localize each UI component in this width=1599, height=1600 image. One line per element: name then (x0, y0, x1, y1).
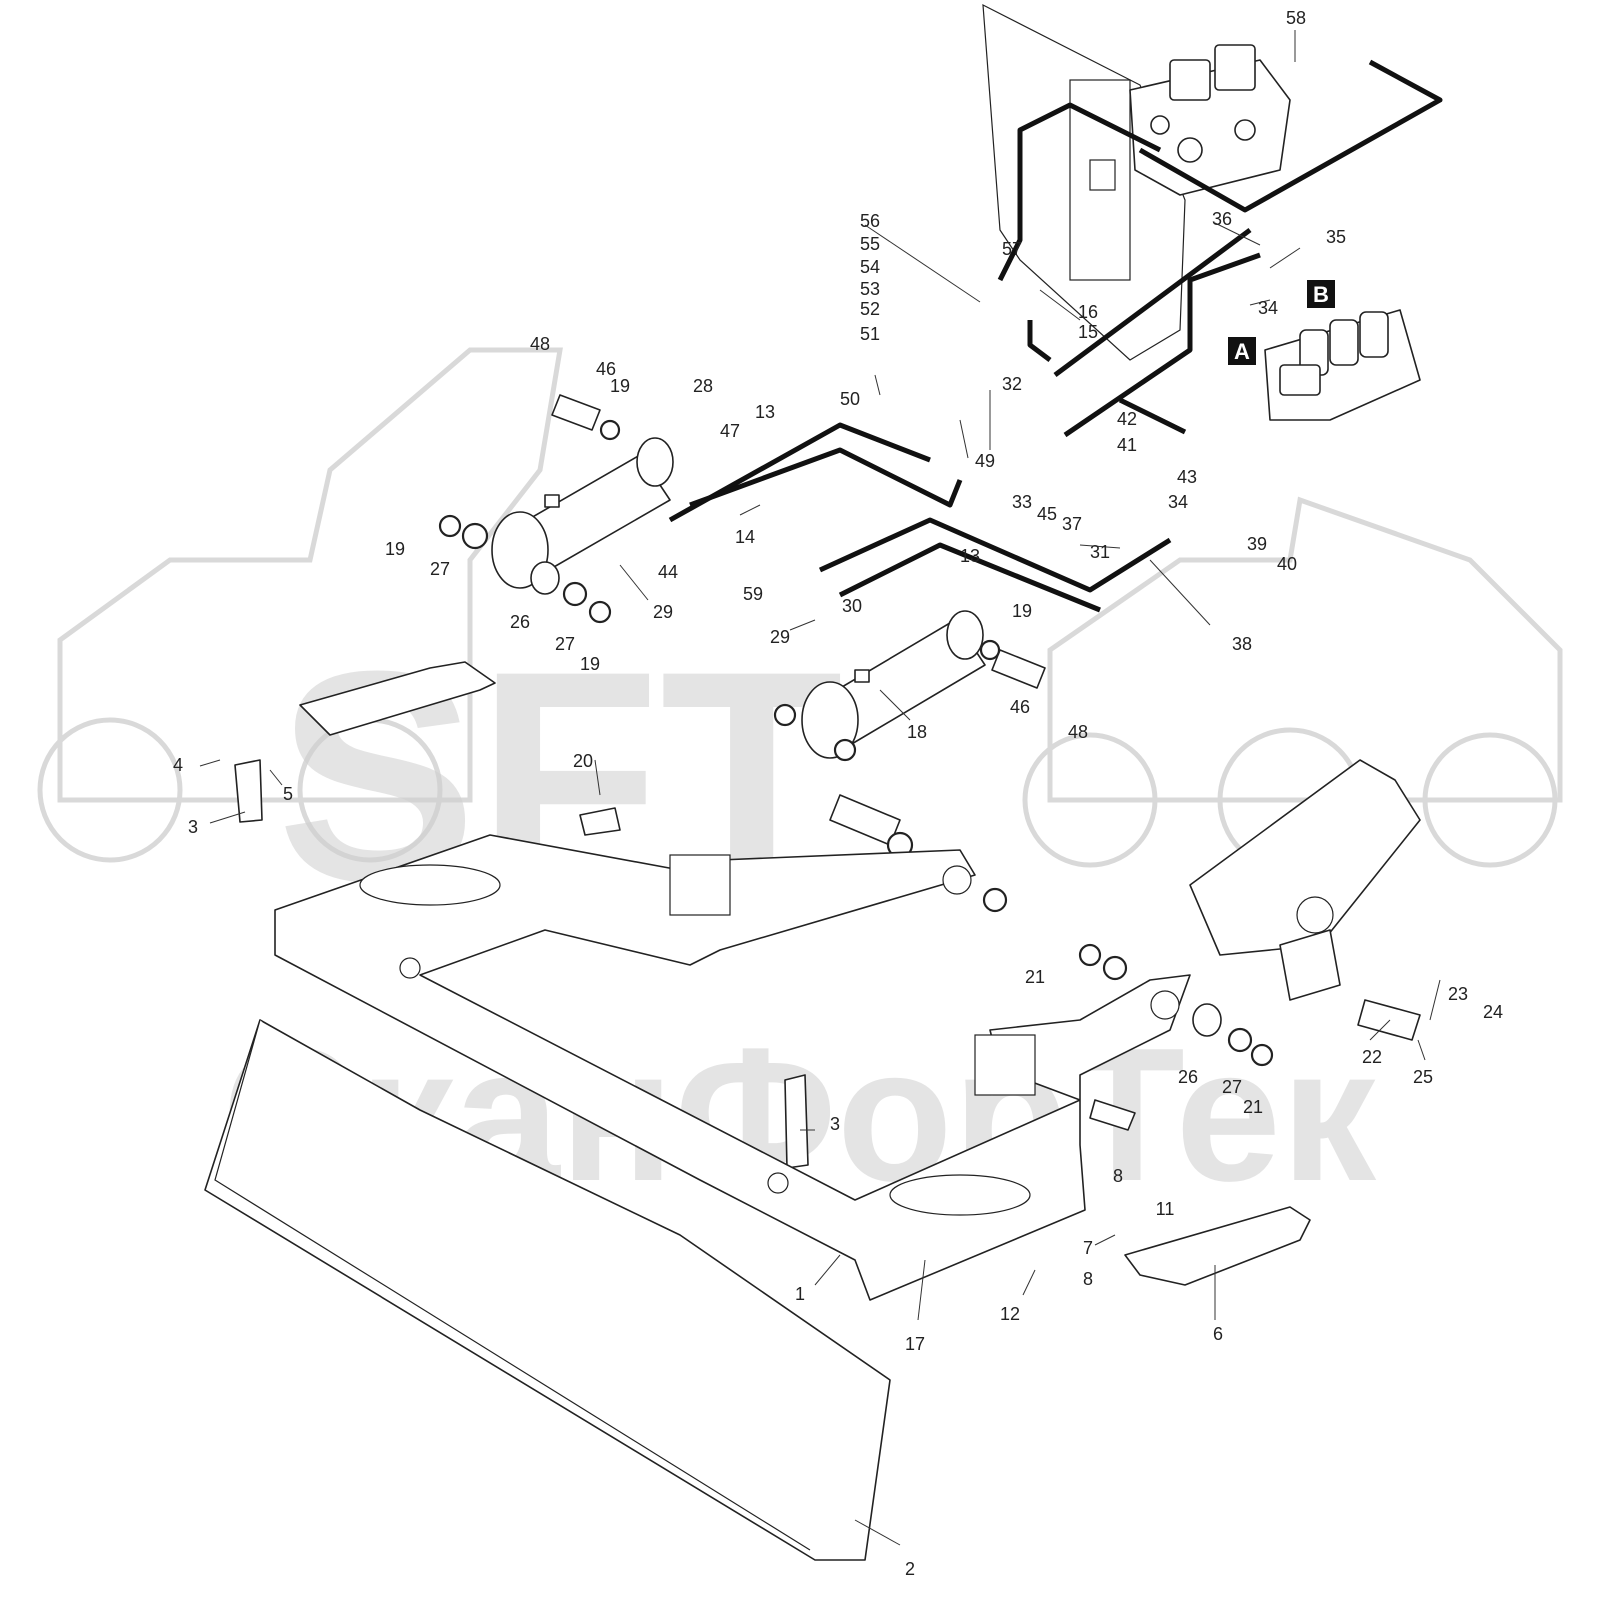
part-label: 21 (1243, 1097, 1263, 1117)
part-label: 17 (905, 1334, 925, 1354)
part-label: 30 (842, 596, 862, 616)
blade (204, 1019, 891, 1561)
part-label: 32 (1002, 374, 1022, 394)
part-label: 37 (1062, 514, 1082, 534)
part-label: 34 (1258, 298, 1278, 318)
part-label: 33 (1012, 492, 1032, 512)
part-label: 14 (735, 527, 755, 547)
part-label: 19 (580, 654, 600, 674)
small-parts (234, 394, 1421, 1169)
part-label: 20 (573, 751, 593, 771)
part-label: 27 (555, 634, 575, 654)
part-label: 21 (1025, 967, 1045, 987)
part-label: 49 (975, 451, 995, 471)
valve-block-upper (1129, 44, 1291, 196)
part-label: 26 (510, 612, 530, 632)
watermark-loader-right-icon (1047, 496, 1563, 803)
part-label: 45 (1037, 504, 1057, 524)
part-label: 35 (1326, 227, 1346, 247)
part-label: 3 (188, 817, 198, 837)
part-label: 18 (907, 722, 927, 742)
part-label: 48 (530, 334, 550, 354)
part-label: 13 (960, 546, 980, 566)
part-label: 46 (596, 359, 616, 379)
part-label: 38 (1232, 634, 1252, 654)
part-label: 4 (173, 755, 183, 775)
part-label: 59 (743, 584, 763, 604)
part-label: 2 (905, 1559, 915, 1579)
part-label: 52 (860, 299, 880, 319)
part-label: 13 (755, 402, 775, 422)
part-label: 40 (1277, 554, 1297, 574)
part-label: 12 (1000, 1304, 1020, 1324)
part-label: 55 (860, 234, 880, 254)
part-label: 57 (1002, 239, 1022, 259)
part-label: 25 (1413, 1067, 1433, 1087)
part-label: 15 (1078, 322, 1098, 342)
part-label: 58 (1286, 8, 1306, 28)
part-label: 51 (860, 324, 880, 344)
part-label: 27 (1222, 1077, 1242, 1097)
part-label: 29 (770, 627, 790, 647)
part-label: 16 (1078, 302, 1098, 322)
tag-b: B (1307, 280, 1335, 308)
control-valve-assembly (1264, 309, 1421, 421)
part-label: 31 (1090, 542, 1110, 562)
hose-lines (668, 59, 1443, 613)
main-frame (274, 834, 1191, 1301)
part-label: 8 (1083, 1269, 1093, 1289)
svg-text:A: A (1234, 339, 1250, 364)
part-label: 19 (1012, 601, 1032, 621)
part-label: 29 (653, 602, 673, 622)
part-label: 22 (1362, 1047, 1382, 1067)
part-label: 50 (840, 389, 860, 409)
part-label: 6 (1213, 1324, 1223, 1344)
part-label: 41 (1117, 435, 1137, 455)
part-label: 26 (1178, 1067, 1198, 1087)
part-label: 19 (385, 539, 405, 559)
part-label: 53 (860, 279, 880, 299)
part-label: 34 (1168, 492, 1188, 512)
part-label: 44 (658, 562, 678, 582)
part-label: 19 (610, 376, 630, 396)
attachment-plate (1189, 759, 1421, 1001)
part-label: 36 (1212, 209, 1232, 229)
part-label: 47 (720, 421, 740, 441)
leader-lines (199, 30, 1441, 1546)
cylinder-upper (491, 437, 674, 589)
part-label: 56 (860, 211, 880, 231)
watermark-wheel-icon (1422, 732, 1558, 868)
part-labels: 1 2 3 3 4 5 6 7 8 8 11 12 13 13 14 15 16… (173, 8, 1503, 1579)
part-label: 28 (693, 376, 713, 396)
part-label: 11 (1156, 1199, 1175, 1219)
part-label: 24 (1483, 1002, 1503, 1022)
part-label: 1 (795, 1284, 805, 1304)
part-label: 5 (283, 784, 293, 804)
tag-a: A (1228, 337, 1256, 365)
part-label: 7 (1083, 1238, 1093, 1258)
part-label: 46 (1010, 697, 1030, 717)
svg-text:B: B (1313, 282, 1329, 307)
part-label: 23 (1448, 984, 1468, 1004)
part-label: 43 (1177, 467, 1197, 487)
watermark-excavator-left-icon (57, 347, 563, 803)
part-label: 48 (1068, 722, 1088, 742)
part-label: 27 (430, 559, 450, 579)
watermark-wheel-icon (1022, 732, 1158, 868)
watermark-wheel-icon (37, 717, 183, 863)
part-label: 54 (860, 257, 880, 277)
cover-plates (299, 661, 1311, 1286)
part-label: 42 (1117, 409, 1137, 429)
part-label: 39 (1247, 534, 1267, 554)
part-label: 3 (830, 1114, 840, 1134)
part-label: 8 (1113, 1166, 1123, 1186)
